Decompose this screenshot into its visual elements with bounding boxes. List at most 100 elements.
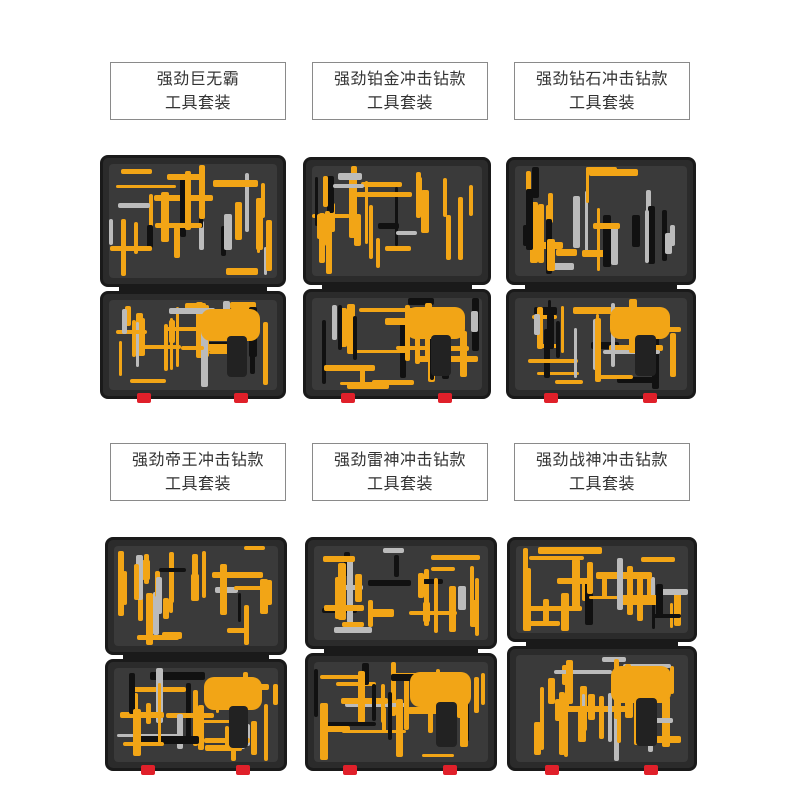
tool-icon bbox=[335, 682, 377, 686]
case-tray bbox=[114, 546, 278, 646]
tool-icon bbox=[416, 176, 422, 215]
case-lid bbox=[303, 157, 491, 285]
tool-icon bbox=[341, 621, 365, 627]
tool-icon bbox=[351, 349, 406, 353]
tool-icon bbox=[337, 304, 343, 351]
tool-icon bbox=[117, 202, 151, 209]
product-name: 强劲战神冲击钻款 bbox=[535, 450, 668, 469]
case-lid bbox=[105, 537, 287, 655]
tool-icon bbox=[620, 599, 661, 606]
tool-icon bbox=[352, 315, 358, 361]
tool-icon bbox=[647, 205, 656, 264]
tool-icon bbox=[421, 753, 454, 757]
tool-icon bbox=[543, 328, 551, 378]
label-3[interactable]: 强劲帝王冲击钻款 工具套装 bbox=[110, 443, 286, 501]
tool-icon bbox=[353, 214, 361, 246]
tool-icon bbox=[263, 703, 268, 761]
tool-icon bbox=[396, 699, 404, 758]
tool-icon bbox=[573, 306, 626, 315]
tool-icon bbox=[394, 187, 399, 247]
tool-icon bbox=[423, 568, 429, 627]
tool-icon bbox=[588, 693, 595, 721]
tool-icon bbox=[174, 227, 181, 258]
tool-icon bbox=[458, 585, 467, 611]
case-base bbox=[507, 646, 697, 771]
drill-icon bbox=[409, 672, 471, 707]
tool-icon bbox=[347, 382, 389, 390]
tool-icon bbox=[368, 599, 373, 627]
label-0[interactable]: 强劲巨无霸 工具套装 bbox=[110, 62, 286, 120]
tool-icon bbox=[470, 600, 478, 628]
tool-icon bbox=[312, 213, 350, 218]
tool-icon bbox=[213, 179, 258, 187]
toolkit-image-4[interactable] bbox=[305, 537, 497, 777]
tool-icon bbox=[198, 221, 204, 250]
toolkit-image-0[interactable] bbox=[100, 155, 286, 405]
label-1[interactable]: 强劲铂金冲击钻款 工具套装 bbox=[312, 62, 488, 120]
tool-icon bbox=[139, 344, 182, 350]
tool-icon bbox=[645, 717, 673, 723]
tool-icon bbox=[220, 563, 227, 615]
tool-icon bbox=[320, 726, 351, 733]
case-tray bbox=[114, 668, 278, 762]
tool-icon bbox=[528, 359, 578, 364]
case-hinge bbox=[324, 648, 478, 654]
tool-icon bbox=[669, 665, 675, 695]
tool-icon bbox=[573, 328, 578, 378]
tool-icon bbox=[470, 310, 478, 333]
tool-icon bbox=[320, 703, 328, 761]
tool-icon bbox=[117, 551, 124, 616]
tool-icon bbox=[433, 578, 439, 634]
latch-icon bbox=[233, 393, 248, 403]
tool-icon bbox=[203, 738, 251, 744]
toolkit-image-3[interactable] bbox=[105, 537, 287, 777]
tool-icon bbox=[360, 181, 402, 187]
case-base bbox=[305, 653, 497, 771]
tool-icon bbox=[133, 708, 142, 756]
tool-icon bbox=[230, 302, 256, 310]
tool-icon bbox=[458, 197, 463, 261]
drill-icon bbox=[201, 309, 261, 341]
tool-icon bbox=[599, 375, 633, 379]
tool-icon bbox=[225, 267, 258, 275]
tool-icon bbox=[640, 557, 676, 563]
drill-handle-icon bbox=[435, 702, 457, 747]
case-tray bbox=[312, 166, 482, 276]
tool-icon bbox=[198, 705, 204, 751]
tool-icon bbox=[321, 319, 326, 385]
tool-icon bbox=[393, 555, 399, 578]
tool-icon bbox=[589, 168, 638, 176]
tool-icon bbox=[408, 298, 435, 306]
tool-icon bbox=[144, 554, 150, 585]
tool-icon bbox=[587, 167, 618, 171]
latch-icon bbox=[340, 393, 355, 403]
tool-icon bbox=[209, 350, 239, 355]
label-2[interactable]: 强劲钻石冲击钻款 工具套装 bbox=[514, 62, 690, 120]
tool-icon bbox=[391, 674, 421, 682]
label-4[interactable]: 强劲雷神冲击钻款 工具套装 bbox=[312, 443, 488, 501]
tool-icon bbox=[617, 376, 658, 384]
tool-icon bbox=[560, 593, 569, 631]
tool-icon bbox=[396, 230, 418, 235]
toolkit-image-5[interactable] bbox=[507, 537, 697, 777]
tool-icon bbox=[651, 602, 655, 630]
tool-icon bbox=[674, 590, 682, 627]
tool-icon bbox=[226, 627, 248, 633]
tool-icon bbox=[115, 330, 148, 335]
latch-icon bbox=[642, 393, 657, 403]
tool-icon bbox=[669, 224, 676, 246]
label-5[interactable]: 强劲战神冲击钻款 工具套装 bbox=[514, 443, 690, 501]
drill-icon bbox=[204, 677, 262, 711]
tool-icon bbox=[123, 742, 164, 747]
case-lid bbox=[506, 157, 696, 285]
tool-icon bbox=[135, 321, 140, 368]
tool-icon bbox=[556, 321, 561, 358]
tool-icon bbox=[534, 307, 557, 315]
tool-icon bbox=[163, 327, 199, 331]
tool-icon bbox=[243, 546, 266, 551]
tool-icon bbox=[537, 371, 579, 375]
toolkit-image-1[interactable] bbox=[303, 157, 491, 405]
product-name: 强劲铂金冲击钻款 bbox=[333, 69, 466, 88]
toolkit-image-2[interactable] bbox=[506, 157, 696, 405]
tool-icon bbox=[132, 319, 136, 358]
